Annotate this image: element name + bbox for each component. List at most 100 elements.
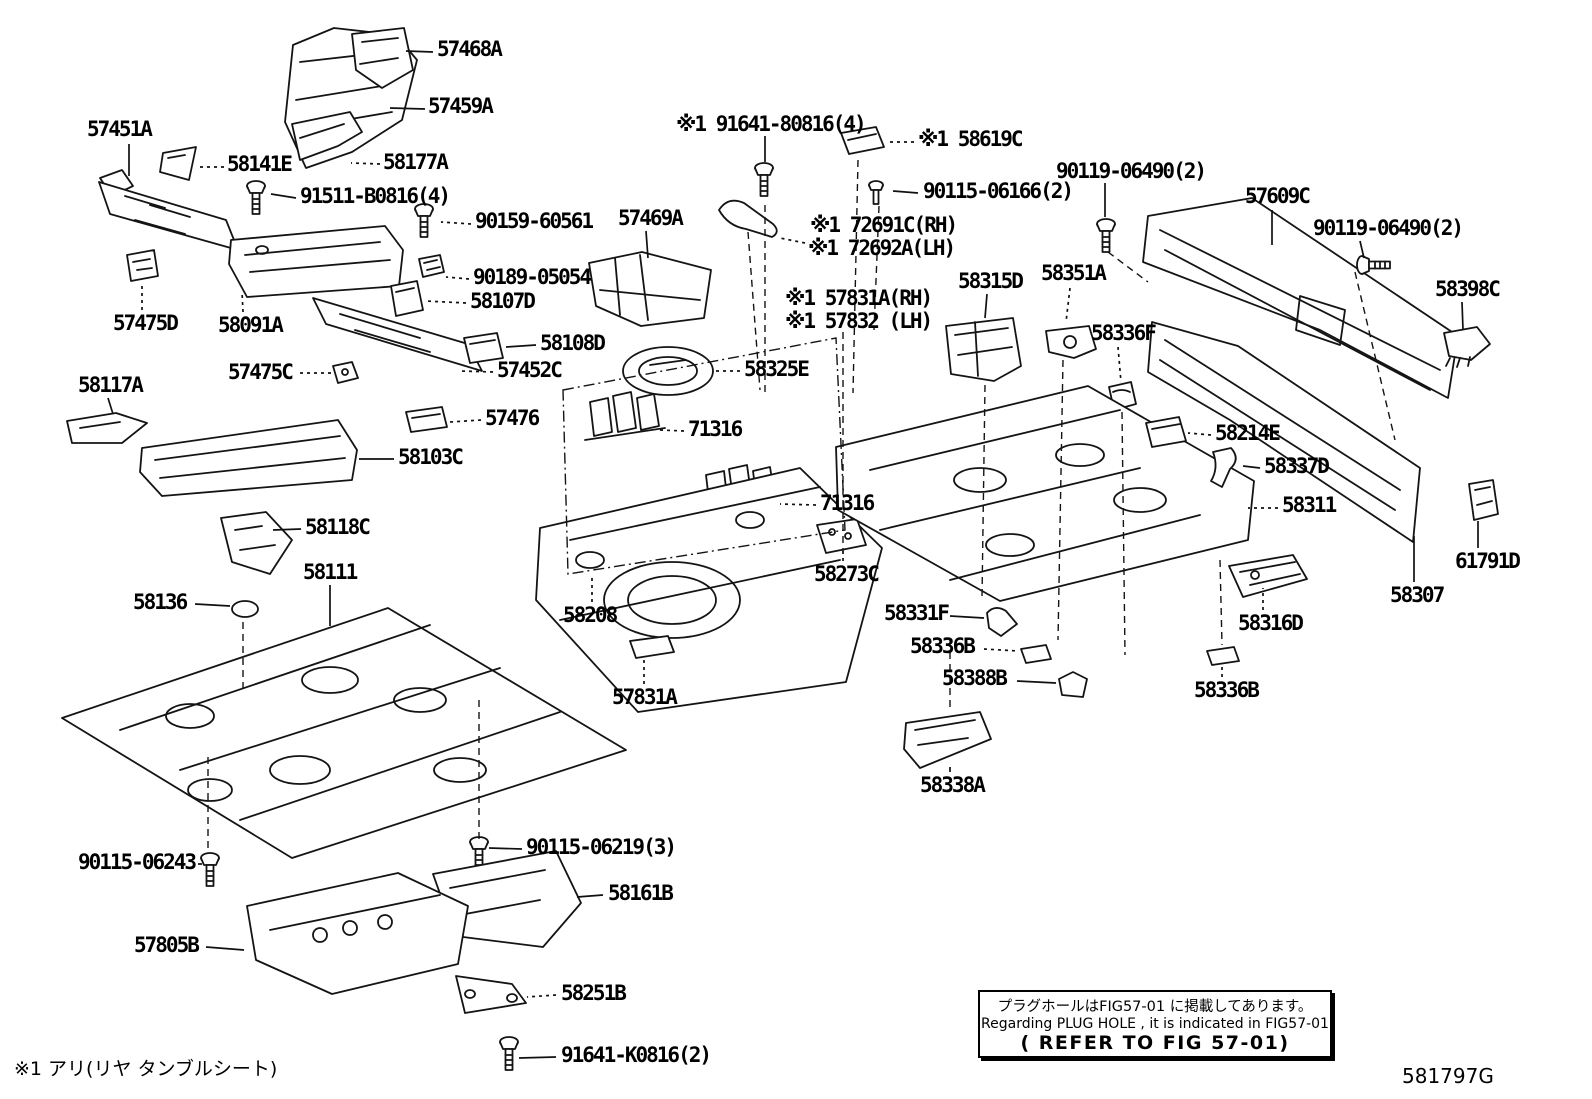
part-label-9015960561[interactable]: 90159-60561 (475, 209, 594, 233)
part-label-57805B[interactable]: 57805B (134, 933, 200, 957)
part-label-57476[interactable]: 57476 (485, 406, 540, 430)
part-58111-drawing (61, 607, 627, 859)
part-58336b-left-drawing (1020, 644, 1052, 664)
leader-line-58136 (194, 603, 231, 607)
leader-line-58161B (576, 894, 604, 898)
part-label-58214E[interactable]: 58214E (1215, 421, 1281, 445)
leader-line-58251B (526, 994, 557, 998)
part-label-58108D[interactable]: 58108D (540, 331, 606, 355)
part-label-58311[interactable]: 58311 (1282, 493, 1337, 517)
leader-line-57805B (205, 946, 245, 951)
leader-line-91511B08164 (270, 193, 297, 199)
part-label-57468A[interactable]: 57468A (437, 37, 503, 61)
part-label-57475D[interactable]: 57475D (113, 311, 179, 335)
part-label-57452C[interactable]: 57452C (497, 358, 563, 382)
part-label-58141E[interactable]: 58141E (227, 152, 293, 176)
part-label-58136[interactable]: 58136 (133, 590, 188, 614)
part-label-58251B[interactable]: 58251B (561, 981, 627, 1005)
part-label-90115061662[interactable]: 90115-06166(2) (923, 179, 1074, 203)
part-label-57469A[interactable]: 57469A (618, 206, 684, 230)
part-label-172692ALH[interactable]: ※1 72692A(LH) (808, 236, 956, 260)
part-label-90119064902[interactable]: 90119-06490(2) (1313, 216, 1464, 240)
part-label-61791D[interactable]: 61791D (1455, 549, 1521, 573)
part-58161b-drawing (432, 850, 582, 948)
doc-code: 581797G (1402, 1064, 1494, 1088)
part-label-71316[interactable]: 71316 (688, 417, 743, 441)
leader-line-90115062193 (488, 847, 523, 850)
part-label-58336F[interactable]: 58336F (1091, 321, 1157, 345)
leader-line-57468A (405, 50, 434, 53)
part-label-90115062193[interactable]: 90115-06219(3) (526, 835, 677, 859)
part-58619c-drawing (840, 126, 885, 155)
part-label-58273C[interactable]: 58273C (814, 562, 880, 586)
part-57831a-drawing (629, 635, 675, 659)
part-57805b-drawing (246, 872, 469, 995)
part-58141e-drawing (159, 146, 197, 181)
part-label-58111[interactable]: 58111 (303, 560, 358, 584)
part-57475d-drawing (126, 249, 159, 282)
part-label-57609C[interactable]: 57609C (1245, 184, 1311, 208)
part-label-58388B[interactable]: 58388B (942, 666, 1008, 690)
note-line-japanese: プラグホールはFIG57-01 に掲載してあります。 (997, 998, 1313, 1015)
part-label-58103C[interactable]: 58103C (398, 445, 464, 469)
part-58307-drawing (1147, 321, 1421, 543)
part-58117a-drawing (66, 412, 148, 444)
part-label-58177A[interactable]: 58177A (383, 150, 449, 174)
part-label-58336B[interactable]: 58336B (1194, 678, 1260, 702)
part-label-91641K08162[interactable]: 91641-K0816(2) (561, 1043, 712, 1067)
leader-line-90119064902 (1359, 240, 1365, 259)
part-label-58307[interactable]: 58307 (1390, 583, 1445, 607)
part-label-58351A[interactable]: 58351A (1041, 261, 1107, 285)
leader-line-57452C (459, 370, 494, 373)
part-label-9018905054[interactable]: 90189-05054 (473, 265, 592, 289)
part-57475c-drawing (332, 361, 359, 384)
part-57468a-drawing (351, 27, 414, 89)
part-label-9011506243[interactable]: 90115-06243 (78, 850, 197, 874)
leader-line-58351A (1065, 287, 1071, 323)
part-58338a-drawing (903, 711, 992, 769)
part-label-58337D[interactable]: 58337D (1264, 454, 1330, 478)
part-label-57831A[interactable]: 57831A (612, 685, 678, 709)
leader-line-172692ALH (779, 237, 806, 244)
part-label-191641808164[interactable]: ※1 91641-80816(4) (676, 112, 867, 136)
part-label-58091A[interactable]: 58091A (218, 313, 284, 337)
part-58337d-drawing (1210, 447, 1237, 488)
part-label-57475C[interactable]: 57475C (228, 360, 294, 384)
part-label-172691CRH[interactable]: ※1 72691C(RH) (810, 213, 958, 237)
footnote: ※1 アリ(リヤ タンブルシート) (14, 1058, 278, 1080)
part-label-157831ARH[interactable]: ※1 57831A(RH) (785, 286, 933, 310)
part-label-157832LH[interactable]: ※1 57832 (LH) (785, 309, 933, 333)
part-58351a-drawing (1045, 325, 1097, 359)
part-label-158619C[interactable]: ※1 58619C (918, 127, 1024, 151)
projection-lines (207, 159, 1396, 851)
part-58315d-drawing (945, 317, 1022, 382)
part-label-58117A[interactable]: 58117A (78, 373, 144, 397)
part-label-58118C[interactable]: 58118C (305, 515, 371, 539)
part-label-58336B[interactable]: 58336B (910, 634, 976, 658)
leader-line-58337D (1242, 465, 1261, 469)
part-label-58325E[interactable]: 58325E (744, 357, 810, 381)
part-label-91511B08164[interactable]: 91511-B0816(4) (300, 184, 451, 208)
part-label-58398C[interactable]: 58398C (1435, 277, 1501, 301)
part-label-90119064902[interactable]: 90119-06490(2) (1056, 159, 1207, 183)
part-72691c-drawing (718, 199, 778, 238)
part-label-71316[interactable]: 71316 (820, 491, 875, 515)
part-label-58208[interactable]: 58208 (563, 603, 618, 627)
part-58331f-drawing (986, 607, 1018, 637)
part-label-58338A[interactable]: 58338A (920, 773, 986, 797)
part-58398c-drawing (1443, 326, 1491, 368)
part-58273c-drawing (816, 518, 867, 554)
part-label-58107D[interactable]: 58107D (470, 289, 536, 313)
leader-line-58177A (350, 162, 381, 165)
part-58388b-drawing (1058, 671, 1088, 698)
leader-line-58118C (272, 528, 302, 531)
part-label-58315D[interactable]: 58315D (958, 269, 1024, 293)
part-label-57451A[interactable]: 57451A (87, 117, 153, 141)
part-label-57459A[interactable]: 57459A (428, 94, 494, 118)
part-label-58316D[interactable]: 58316D (1238, 611, 1304, 635)
part-label-58161B[interactable]: 58161B (608, 881, 674, 905)
leader-line-9015960561 (440, 221, 472, 225)
part-label-58331F[interactable]: 58331F (884, 601, 950, 625)
leader-line-57459A (389, 107, 426, 110)
